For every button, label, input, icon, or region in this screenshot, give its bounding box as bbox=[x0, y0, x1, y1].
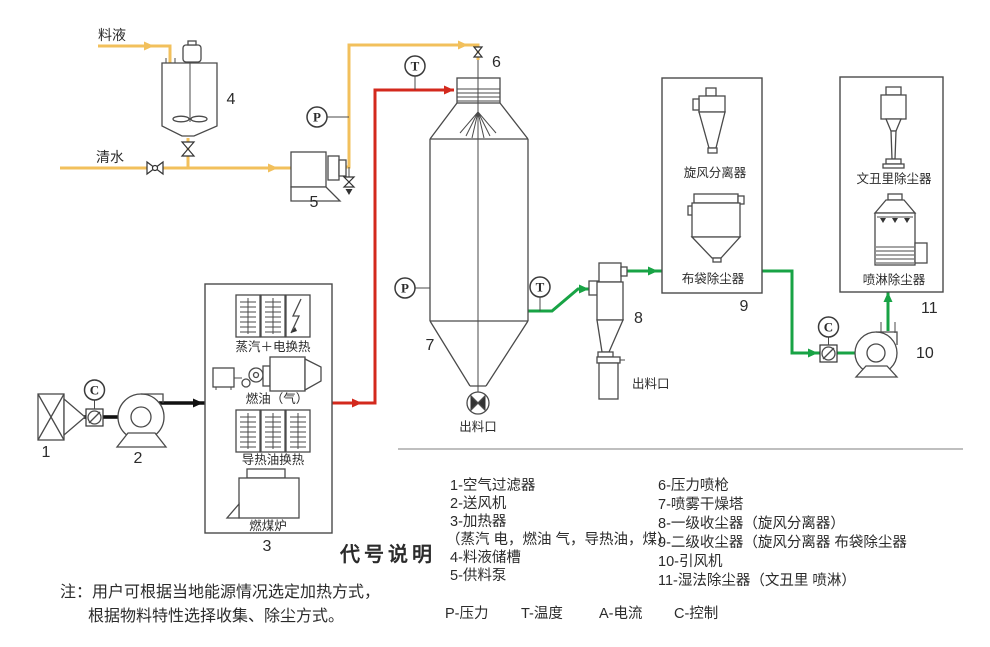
legend-item: 6-压力喷枪 bbox=[658, 477, 729, 494]
fuel-oil-gas-label: 燃油（气） bbox=[246, 391, 309, 406]
legend-right-column: 6-压力喷枪 7-喷雾干燥塔 8-一级收尘器（旋风分离器） 9-二级收尘器（旋风… bbox=[658, 477, 907, 589]
label-1: 1 bbox=[42, 444, 51, 461]
agitator-blade-icon bbox=[172, 115, 190, 123]
coal-furnace-icon bbox=[225, 468, 300, 519]
lance-fitting-valve bbox=[472, 46, 484, 58]
spray-tower bbox=[429, 60, 529, 415]
oil-gas-burner-icon bbox=[212, 356, 322, 392]
air-filter bbox=[37, 393, 86, 441]
label-3: 3 bbox=[263, 538, 272, 555]
steam-electric-exchanger-icon bbox=[235, 294, 311, 338]
label-5: 5 bbox=[310, 194, 319, 211]
label-2: 2 bbox=[134, 450, 143, 467]
legend-item: 10-引风机 bbox=[658, 553, 723, 570]
legend-item: 2-送风机 bbox=[450, 495, 507, 512]
legend-item: 9-二级收尘器（旋风分离器 布袋除尘器 bbox=[658, 534, 907, 551]
label-4: 4 bbox=[227, 91, 236, 108]
pressure-gauge-pump: P bbox=[306, 106, 349, 128]
coal-furnace-label: 燃煤炉 bbox=[249, 518, 287, 533]
temperature-gauge-inlet: T bbox=[404, 55, 426, 90]
clean-water-label: 清水 bbox=[96, 149, 124, 165]
legend-item: 7-喷雾干燥塔 bbox=[658, 496, 744, 513]
primary-cyclone bbox=[588, 262, 628, 400]
legend-item: 11-湿法除尘器（文丑里 喷淋） bbox=[658, 572, 856, 589]
control-gauge-fan2: C bbox=[83, 379, 106, 409]
abbrev-current: A-电流 bbox=[599, 605, 643, 622]
label-6: 6 bbox=[492, 54, 501, 71]
label-8: 8 bbox=[634, 310, 643, 327]
wet-collector-box: 文丑里除尘器 喷淋除尘器 bbox=[839, 76, 944, 293]
footnote: 注：用户可根据当地能源情况选定加热方式， 根据物料特性选择收集、除尘方式。 bbox=[60, 583, 380, 625]
cyclone-discharge-label: 出料口 bbox=[632, 377, 670, 391]
cyclone-separator-icon bbox=[692, 87, 726, 154]
label-10: 10 bbox=[916, 345, 934, 362]
exhaust-pipe bbox=[528, 266, 893, 358]
legend-left-column: 1-空气过滤器 2-送风机 3-加热器 （蒸汽 电，燃油 气，导热油，煤） 4-… bbox=[446, 477, 672, 584]
agitator-motor-icon bbox=[182, 44, 202, 63]
control-gauge-fan10: C bbox=[817, 316, 840, 345]
label-11: 11 bbox=[921, 300, 938, 317]
gauge-letter-c2: C bbox=[824, 320, 833, 335]
heater-box: 蒸汽＋电换热 燃油（气） 导热油换热 bbox=[204, 283, 333, 534]
induced-draft-fan bbox=[854, 322, 899, 378]
steam-electric-label: 蒸汽＋电换热 bbox=[235, 339, 311, 354]
rotary-discharge-valve-icon bbox=[466, 391, 490, 415]
legend-abbrev-row: P-压力 T-温度 A-电流 C-控制 bbox=[445, 605, 718, 622]
gauge-letter-t2: T bbox=[536, 280, 545, 295]
control-damper-fan2 bbox=[85, 408, 104, 427]
supply-fan bbox=[115, 393, 168, 448]
legend-item: 3-加热器 bbox=[450, 513, 507, 530]
footnote-line2: 根据物料特性选择收集、除尘方式。 bbox=[88, 607, 344, 625]
agitator-blade-icon bbox=[190, 115, 208, 123]
feed-pump bbox=[290, 151, 347, 202]
spray-scrubber-icon bbox=[873, 193, 928, 266]
legend-item: 8-一级收尘器（旋风分离器） bbox=[658, 515, 845, 532]
pressure-gauge-tower: P bbox=[394, 277, 430, 299]
tower-discharge-label: 出料口 bbox=[459, 420, 497, 434]
feed-tank bbox=[161, 40, 218, 137]
temperature-gauge-outlet: T bbox=[529, 276, 551, 311]
thermal-oil-label: 导热油换热 bbox=[242, 453, 305, 467]
footnote-line1: 注：用户可根据当地能源情况选定加热方式， bbox=[60, 583, 380, 601]
feed-liquid-label: 料液 bbox=[98, 27, 126, 43]
venturi-label: 文丑里除尘器 bbox=[856, 171, 932, 186]
bag-filter-icon bbox=[687, 193, 745, 263]
venturi-scrubber-icon bbox=[880, 86, 907, 169]
legend-item: 4-料液储槽 bbox=[450, 549, 521, 566]
water-line-valve bbox=[146, 160, 164, 176]
spray-pattern-icon bbox=[459, 111, 497, 139]
control-damper-fan10 bbox=[819, 344, 838, 363]
bag-filter-label: 布袋除尘器 bbox=[682, 271, 745, 286]
abbrev-pressure: P-压力 bbox=[445, 605, 489, 622]
thermal-oil-exchanger-icon bbox=[235, 409, 311, 453]
legend-item: （蒸汽 电，燃油 气，导热油，煤） bbox=[446, 530, 672, 548]
gauge-letter-c1: C bbox=[90, 383, 99, 398]
spray-scrubber-label: 喷淋除尘器 bbox=[863, 272, 926, 287]
lightning-icon bbox=[290, 298, 302, 334]
cyclone-separator-label: 旋风分离器 bbox=[684, 165, 747, 180]
abbrev-temperature: T-温度 bbox=[521, 605, 563, 622]
secondary-collector-box: 旋风分离器 布袋除尘器 bbox=[661, 77, 763, 294]
gauge-letter-p2: P bbox=[401, 281, 409, 296]
gauge-letter-p1: P bbox=[313, 110, 321, 125]
legend-item: 5-供料泵 bbox=[450, 567, 506, 584]
legend-item: 1-空气过滤器 bbox=[450, 477, 536, 494]
gauge-letter-t1: T bbox=[411, 59, 420, 74]
abbrev-control: C-控制 bbox=[674, 605, 718, 622]
label-7: 7 bbox=[426, 337, 435, 354]
tank-outlet-valve bbox=[180, 141, 196, 157]
label-9: 9 bbox=[740, 298, 749, 315]
pump-drain-valve bbox=[342, 167, 356, 195]
legend-title: 代号说明 bbox=[339, 542, 436, 566]
